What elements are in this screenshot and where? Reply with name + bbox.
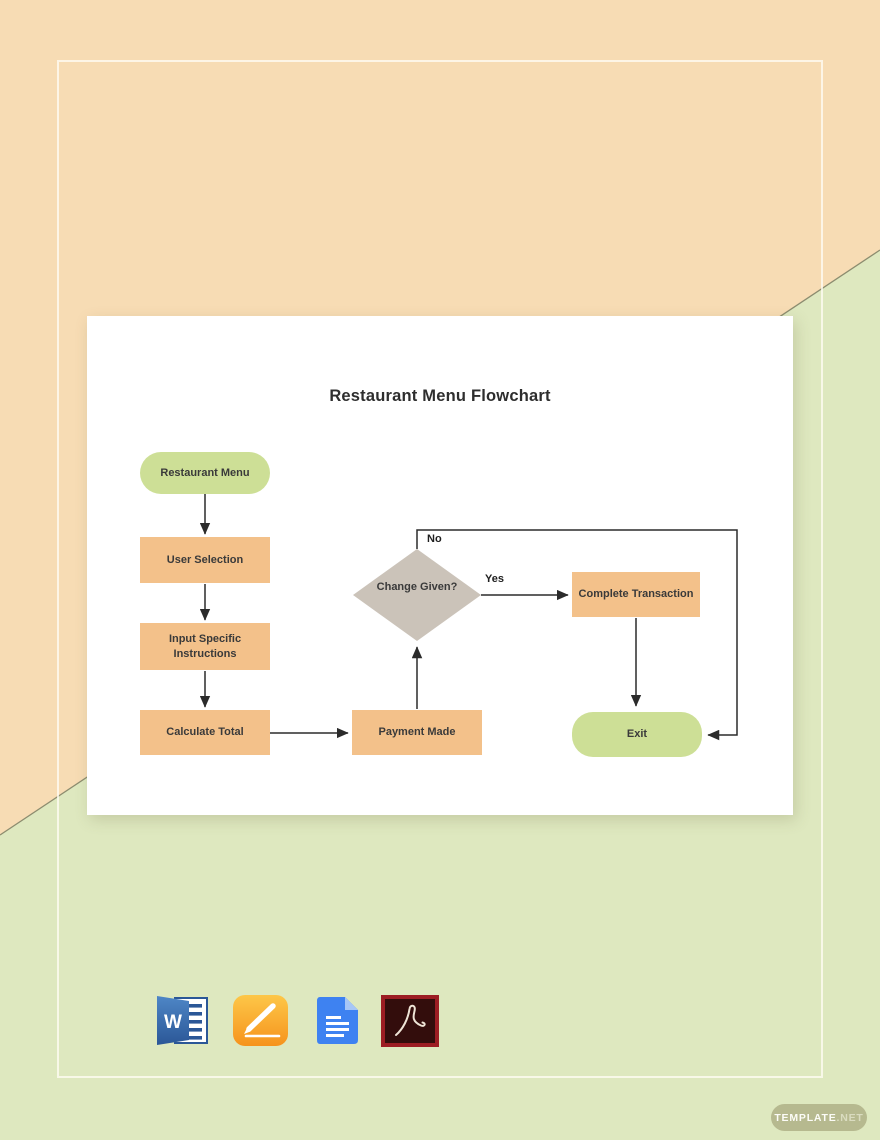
node-label: Complete Transaction [578, 588, 694, 601]
node-restaurant-menu: Restaurant Menu [140, 452, 270, 494]
decision-diamond-shape [353, 549, 481, 641]
pages-icon-graphic [233, 995, 288, 1046]
node-payment-made: Payment Made [352, 710, 482, 755]
node-label: Input Specific Instructions [168, 633, 242, 660]
apple-pages-icon[interactable] [233, 995, 288, 1046]
edge-label-yes: Yes [485, 573, 504, 585]
node-label: Exit [626, 728, 648, 741]
node-user-selection: User Selection [140, 537, 270, 583]
svg-text:W: W [164, 1012, 182, 1033]
node-label: Payment Made [378, 726, 456, 739]
node-label: Restaurant Menu [160, 466, 250, 479]
microsoft-word-icon[interactable]: W [155, 995, 209, 1046]
node-exit: Exit [572, 712, 702, 757]
node-label: User Selection [166, 553, 244, 566]
node-label: Calculate Total [166, 726, 244, 739]
watermark-tld: .NET [836, 1111, 864, 1124]
template-net-watermark-badge[interactable]: TEMPLATE.NET [771, 1104, 867, 1131]
watermark-brand: TEMPLATE [774, 1111, 837, 1124]
node-complete-transaction: Complete Transaction [572, 572, 700, 617]
node-input-specific-instructions: Input Specific Instructions [140, 623, 270, 670]
edge-label-no: No [427, 533, 442, 545]
page-title: Restaurant Menu Flowchart [329, 387, 551, 405]
docs-icon-graphic [317, 997, 358, 1044]
adobe-pdf-icon[interactable] [381, 995, 439, 1047]
pdf-icon-graphic [381, 995, 439, 1047]
word-icon-graphic: W [157, 996, 208, 1045]
flowchart-sheet: Restaurant Menu Flowchart Restaurant Men… [87, 316, 793, 815]
google-docs-icon[interactable] [317, 997, 358, 1044]
node-change-given: Change Given? [376, 581, 458, 593]
node-calculate-total: Calculate Total [140, 710, 270, 755]
